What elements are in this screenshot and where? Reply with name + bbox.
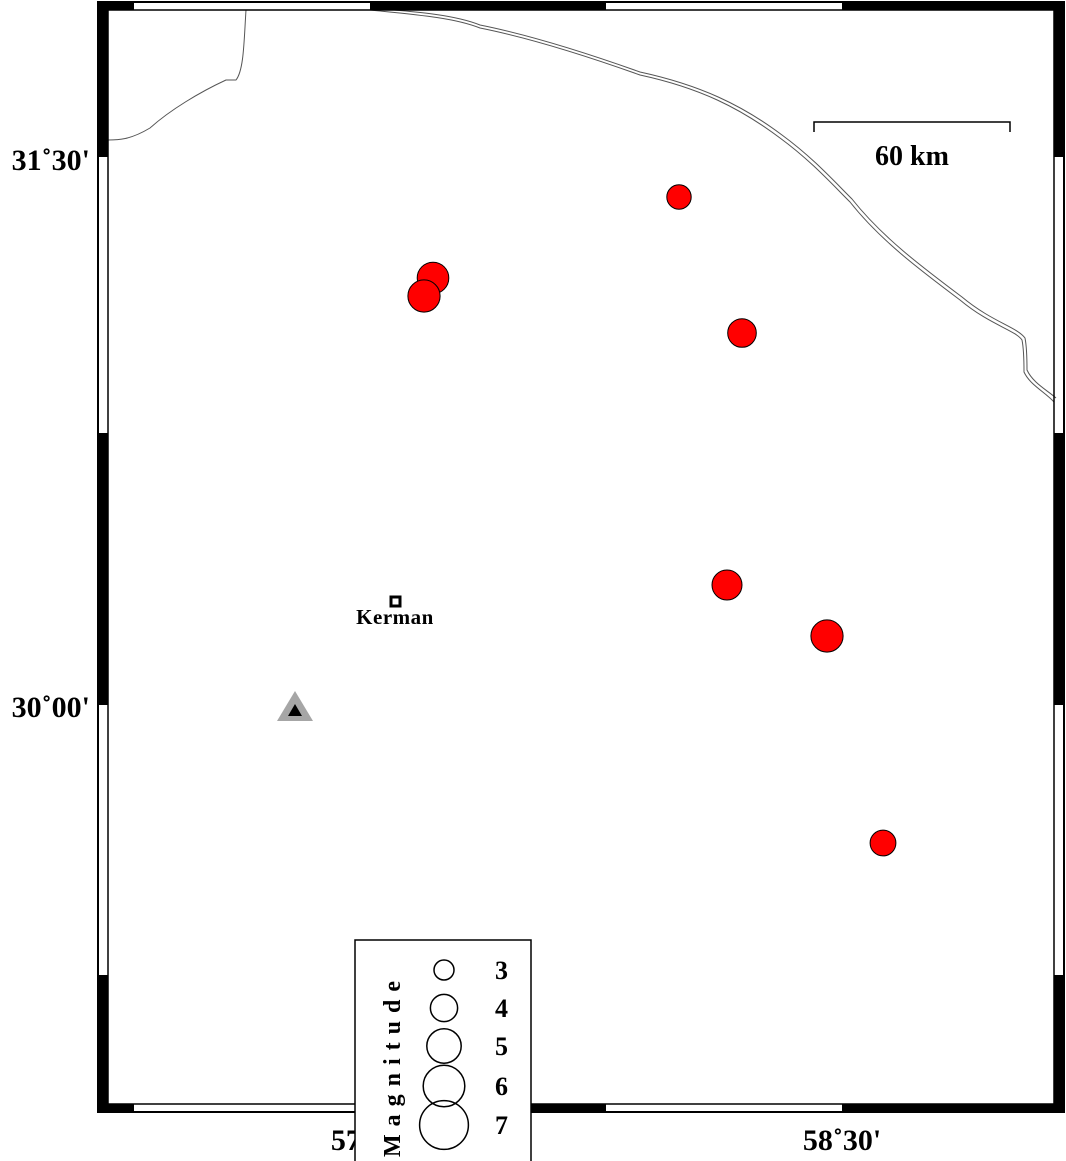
earthquake-event xyxy=(407,279,441,313)
magnitude-legend: Magnitude 3 4 5 6 7 xyxy=(354,939,532,1161)
city-label: Kerman xyxy=(356,605,434,629)
legend-circle xyxy=(426,1028,462,1064)
map-area xyxy=(98,0,1064,1112)
frame-ticks-top xyxy=(108,2,1054,10)
scale-bar-label: 60 km xyxy=(875,141,949,172)
legend-circle xyxy=(429,993,459,1023)
legend-title: Magnitude xyxy=(380,973,406,1157)
legend-label: 4 xyxy=(495,994,508,1023)
city-kerman: Kerman xyxy=(356,595,434,629)
legend-entries: 3 4 5 6 7 xyxy=(418,956,508,1151)
frame-ticks-right xyxy=(1054,2,1064,1112)
boundary-line-west xyxy=(107,9,247,141)
scale-bar: 60 km xyxy=(813,121,1011,172)
earthquake-events xyxy=(407,184,897,857)
earthquake-event xyxy=(869,829,897,857)
frame-ticks-left xyxy=(98,2,108,1112)
earthquake-event xyxy=(666,184,692,210)
boundary-line-northeast-b xyxy=(369,7,1057,399)
lat-label-31-30: 31˚30' xyxy=(12,144,90,177)
legend-circle xyxy=(433,959,455,981)
legend-circle xyxy=(418,1099,470,1151)
lat-label-30-00: 30˚00' xyxy=(12,691,90,724)
station-inner-icon xyxy=(288,704,302,716)
earthquake-event xyxy=(810,619,844,653)
earthquake-event xyxy=(711,569,743,601)
legend-box xyxy=(354,939,532,1161)
city-marker-icon xyxy=(389,595,402,608)
legend-label: 3 xyxy=(495,956,508,985)
legend-label: 5 xyxy=(495,1032,508,1061)
legend-label: 6 xyxy=(495,1072,508,1101)
earthquake-event xyxy=(727,318,757,348)
lon-label-58-30: 58˚30' xyxy=(803,1124,881,1157)
boundary-line-northeast-a xyxy=(369,9,1055,403)
scale-bar-line xyxy=(813,121,1011,132)
boundary-lines xyxy=(107,7,1057,403)
legend-label: 7 xyxy=(495,1111,508,1140)
station-triangle-icon xyxy=(277,691,313,721)
legend-circle xyxy=(422,1064,466,1108)
